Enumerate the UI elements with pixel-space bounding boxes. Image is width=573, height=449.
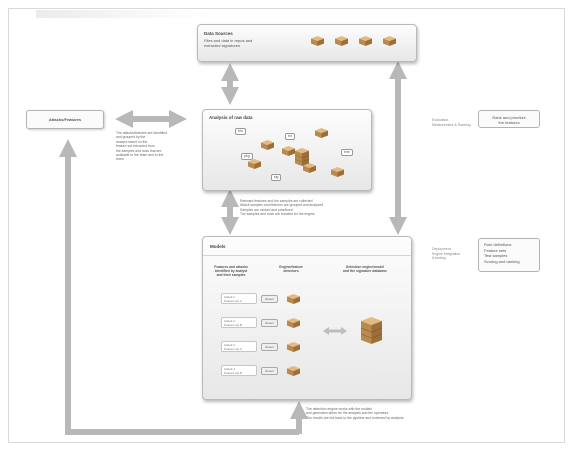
description-line: The detection engine works with the mode… <box>306 407 372 411</box>
bottom-description-text: The detection engine works with the mode… <box>306 407 403 420</box>
col-head-line: identified by analyst <box>214 269 248 274</box>
description-line: Relevant features and the samples are co… <box>240 199 313 203</box>
data-sources-title: Data Sources <box>204 31 233 36</box>
description-line: Attack samples and features are grouped … <box>240 203 324 208</box>
attack-card-line: Attack 3 <box>224 343 235 347</box>
package-icon <box>315 128 328 138</box>
box-line: Rule definitions <box>484 242 512 247</box>
side-label-line: Evaluation <box>432 118 449 122</box>
box-line: Feature sets <box>484 247 507 253</box>
col-head-line: Features and attacks <box>214 265 248 269</box>
description-line: analyst based on the <box>116 139 148 144</box>
package-icon <box>331 167 344 177</box>
package-icon <box>287 294 300 304</box>
package-icon <box>383 36 396 46</box>
package-icon <box>287 318 300 328</box>
description-line: The attacks/features are identified <box>116 131 168 135</box>
description-line: Samples are ranked and prioritized <box>240 207 293 212</box>
attack-card-line: Attack 2 <box>224 319 235 323</box>
faded-header-text <box>36 10 206 18</box>
attack-card-line: Attack 1 <box>224 295 235 299</box>
package-icon <box>261 140 274 150</box>
detect-button[interactable]: Detect <box>261 343 278 351</box>
col-head-line: Detection engine/model <box>345 265 385 269</box>
package-icon <box>287 342 300 352</box>
server-stack-icon <box>294 148 310 166</box>
detect-button[interactable]: Detect <box>261 295 278 303</box>
description-line: the samples and tools that are <box>116 148 162 153</box>
attack-card-line: Feature set B <box>224 323 243 327</box>
models-divider <box>203 255 411 256</box>
attack-card-line: Feature set C <box>224 347 243 351</box>
data-sources-subtitle-2: extracted signatures <box>204 43 241 48</box>
description-line: available to the team and to the <box>116 153 164 158</box>
package-icon <box>335 36 348 46</box>
double-arrow-icon <box>323 327 347 335</box>
package-icon <box>359 36 372 46</box>
package-icon <box>282 146 295 156</box>
mid-description-text: Relevant features and the samples are co… <box>240 199 323 217</box>
file-tag: sig <box>271 174 282 181</box>
analysis-title: Analysis of raw data <box>209 115 253 120</box>
file-tag: bin <box>235 128 246 135</box>
arrow-feedback-loop <box>59 139 299 435</box>
description-line: and grouped by the <box>116 135 146 140</box>
description-line: team. <box>116 157 125 162</box>
attacks-features-box: Attacks/Features <box>26 110 104 129</box>
description-line: The samples and tools are bundled for th… <box>240 212 315 217</box>
attack-card-line: Feature set D <box>224 371 243 375</box>
side-label-line: Measurement & Ranking <box>432 122 471 127</box>
col-head-line: and the signature database <box>343 269 387 274</box>
data-sources-subtitle-1: Files and data in repos and <box>204 38 253 43</box>
col-head-line: Engine/feature <box>279 265 303 269</box>
file-tag: txt <box>285 133 295 140</box>
package-icon <box>311 36 324 46</box>
side-label-line: & testing <box>432 256 446 261</box>
analysis-panel: Analysis of raw data bin txt exe sig pkg <box>202 109 372 191</box>
box-line: Test samples <box>484 253 508 258</box>
server-stack-icon <box>360 317 383 344</box>
box-line: Rank and prioritize <box>492 115 526 120</box>
data-sources-panel: Data Sources Files and data in repos and… <box>197 24 417 62</box>
file-tag: exe <box>341 149 353 156</box>
package-icon <box>287 366 300 376</box>
description-line: The results are fed back to the pipeline… <box>306 415 404 420</box>
col-head-line: and their samples <box>216 273 246 278</box>
detect-button[interactable]: Detect <box>261 319 278 327</box>
col-head-line: detectors <box>283 269 299 274</box>
file-tag: pkg <box>241 153 253 160</box>
side-label-line: Deployment <box>432 247 451 251</box>
models-title: Models <box>210 244 226 249</box>
description-line: and generates alerts for the analysts an… <box>306 411 389 416</box>
box-line: Scoring and ranking <box>484 258 520 264</box>
attack-card-line: Feature set A <box>224 299 242 303</box>
description-line: feature set extracted from <box>116 144 155 149</box>
attack-card-line: Attack 4 <box>224 367 235 371</box>
box-line: the features <box>498 120 520 125</box>
detect-button[interactable]: Detect <box>261 367 278 375</box>
package-icon <box>248 159 261 169</box>
side-label-line: Engine integration <box>432 251 461 256</box>
